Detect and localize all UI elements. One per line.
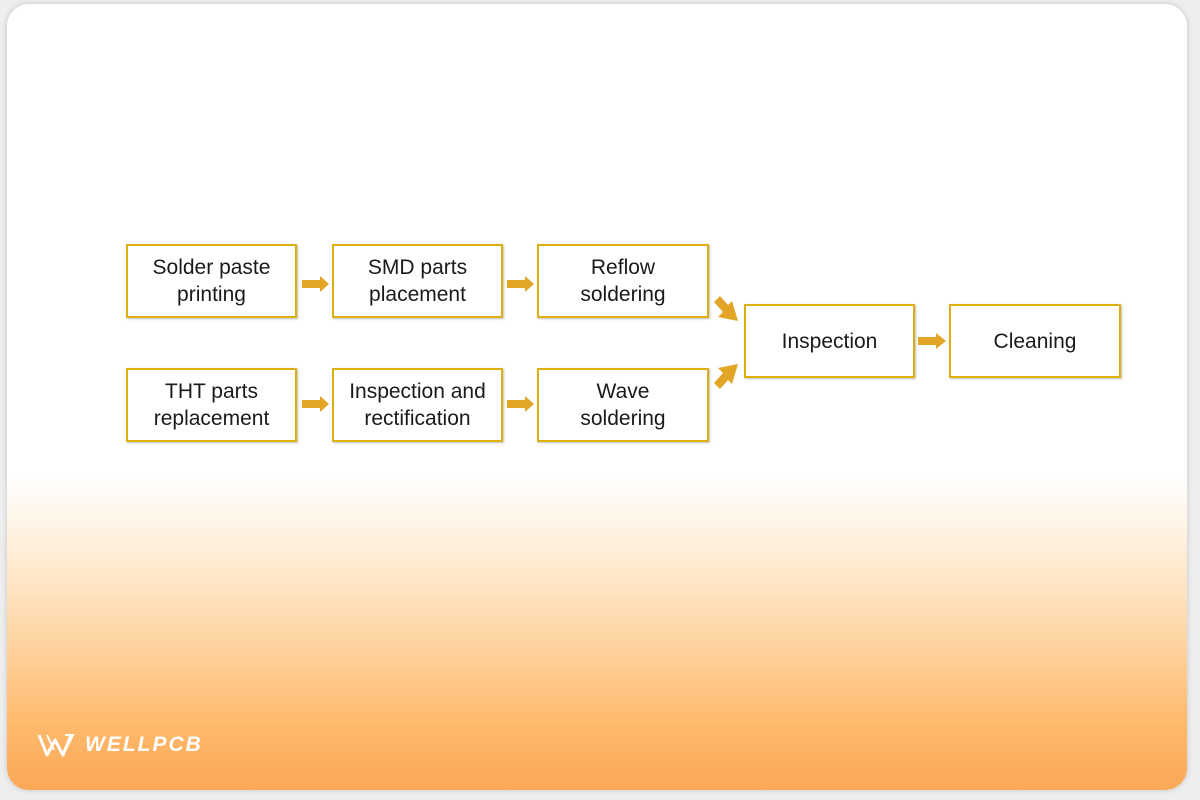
arrow-smd-to-reflow — [507, 276, 534, 292]
step-smd-parts-placement: SMD parts placement — [332, 244, 503, 318]
logo-text: WELLPCB — [85, 733, 203, 756]
step-solder-paste-printing: Solder paste printing — [126, 244, 297, 318]
arrow-wave-to-inspection — [714, 364, 738, 389]
step-label: Wave soldering — [580, 380, 666, 430]
step-label: Inspection — [781, 329, 878, 353]
step-label: Reflow soldering — [580, 256, 666, 306]
step-label: THT parts replacement — [153, 380, 270, 430]
wellpcb-logo-icon — [37, 734, 75, 757]
step-inspection: Inspection — [744, 304, 915, 378]
step-reflow-soldering: Reflow soldering — [537, 244, 709, 318]
arrow-tht-to-inspection-rectification — [302, 396, 329, 412]
step-label: Solder paste printing — [152, 256, 271, 306]
step-label: Cleaning — [993, 329, 1077, 353]
diagram-card: Solder paste printing SMD parts placemen… — [7, 4, 1187, 790]
step-label: Inspection and rectification — [349, 380, 486, 430]
step-inspection-and-rectification: Inspection and rectification — [332, 368, 503, 442]
step-tht-parts-replacement: THT parts replacement — [126, 368, 297, 442]
step-cleaning: Cleaning — [949, 304, 1121, 378]
step-wave-soldering: Wave soldering — [537, 368, 709, 442]
arrow-solder-to-smd — [302, 276, 329, 292]
step-label: SMD parts placement — [367, 256, 468, 306]
flow-arrows — [302, 276, 946, 412]
arrow-inspection-to-cleaning — [918, 333, 946, 349]
arrow-reflow-to-inspection — [714, 296, 738, 321]
wellpcb-logo: WELLPCB — [37, 732, 203, 758]
arrow-rectification-to-wave — [507, 396, 534, 412]
